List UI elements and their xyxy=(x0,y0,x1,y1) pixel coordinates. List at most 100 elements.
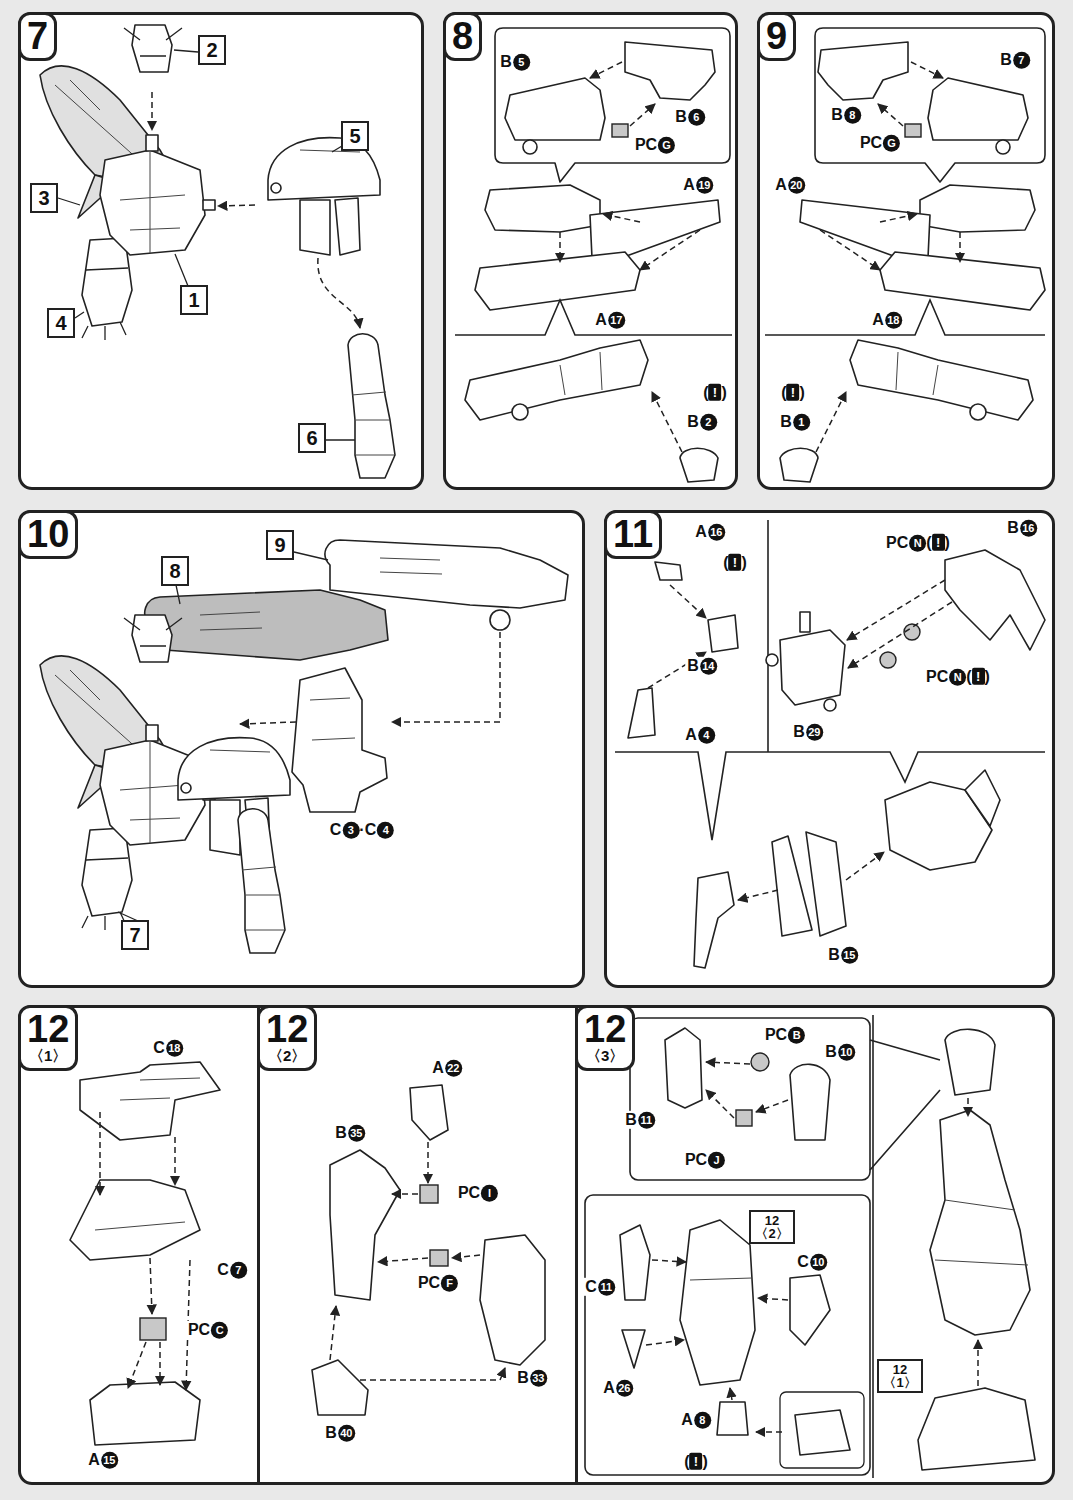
arm-part xyxy=(348,334,395,478)
part-outline xyxy=(708,615,738,652)
detail-line xyxy=(380,558,442,574)
part-outline xyxy=(800,612,810,632)
dashed-arrow xyxy=(847,580,945,640)
step-number: 12 xyxy=(584,1010,626,1048)
callout-number: 〈1〉 xyxy=(883,1376,916,1389)
dashed-arrow xyxy=(977,1340,979,1386)
part-code: A15 xyxy=(86,1451,120,1469)
callout-box: 2 xyxy=(198,35,226,65)
torso-assembly xyxy=(40,25,215,340)
dashed-arrow xyxy=(559,232,561,262)
part-outline xyxy=(495,28,730,182)
dashed-arrow xyxy=(128,1342,146,1388)
panel-ground xyxy=(18,12,424,490)
part-code: A16 xyxy=(693,523,727,541)
step-panel: 12〈2〉 xyxy=(257,1005,578,1485)
part-code: B16 xyxy=(1005,519,1039,537)
part-outline xyxy=(475,252,640,310)
part-outline xyxy=(918,1388,1035,1470)
part-outline xyxy=(795,1410,850,1455)
part-outline xyxy=(780,630,845,705)
part-code: B6 xyxy=(673,108,707,126)
callout-box: 9 xyxy=(266,530,294,560)
callout-number: 3 xyxy=(37,188,51,208)
dashed-arrow xyxy=(392,632,500,722)
part-code: A18 xyxy=(870,311,904,329)
part-code: B10 xyxy=(823,1043,857,1061)
step-panel: 12〈1〉 xyxy=(18,1005,260,1485)
step-number-box: 8 xyxy=(443,12,482,61)
part-code: B7 xyxy=(998,51,1032,69)
panel-ground xyxy=(18,510,585,988)
callout-box: 8 xyxy=(161,556,189,586)
dashed-arrow xyxy=(648,652,706,688)
step-number: 12 xyxy=(27,1010,69,1048)
wedge-line xyxy=(767,520,769,752)
part-outline xyxy=(300,200,330,255)
part-outline xyxy=(410,1085,448,1140)
part-code: A4 xyxy=(683,726,717,744)
part-outline xyxy=(490,610,510,630)
dashed-arrow xyxy=(427,1142,429,1183)
part-code: C11 xyxy=(583,1278,617,1296)
polycap xyxy=(612,124,628,137)
part-code: C10 xyxy=(795,1253,829,1271)
dashed-arrow xyxy=(846,852,884,880)
part-code: B5 xyxy=(498,53,532,71)
part-code: B40 xyxy=(323,1424,357,1442)
callout-number: 12 xyxy=(883,1363,916,1376)
detail-line xyxy=(310,698,355,740)
part-outline xyxy=(930,1110,1030,1335)
dashed-arrow xyxy=(758,1298,788,1300)
part-code: A26 xyxy=(601,1379,635,1397)
dashed-arrow xyxy=(652,392,682,452)
part-outline xyxy=(82,238,132,326)
part-code: B2 xyxy=(685,413,719,431)
step-number: 11 xyxy=(613,515,653,553)
part-outline xyxy=(945,1029,995,1095)
step-panel: 11 xyxy=(604,510,1055,988)
part-code: PCN(!) xyxy=(884,534,952,552)
art-element xyxy=(800,185,1045,310)
part-outline xyxy=(523,140,537,154)
part-code: A17 xyxy=(593,311,627,329)
dashed-arrow xyxy=(967,1098,969,1116)
callout-box: 4 xyxy=(47,308,75,338)
part-outline xyxy=(590,200,720,262)
half-parts xyxy=(475,185,720,310)
dashed-arrow xyxy=(630,104,655,126)
polycap xyxy=(904,624,920,640)
step-number: 〈3〉 xyxy=(584,1048,626,1065)
callout-number: 6 xyxy=(305,428,319,448)
callout-number: 9 xyxy=(273,535,287,555)
dashed-arrow xyxy=(756,1100,788,1112)
part-outline xyxy=(330,1150,400,1300)
dashed-arrow xyxy=(738,890,778,900)
part-code: A8 xyxy=(679,1411,713,1429)
part-outline xyxy=(485,185,600,232)
part-outline xyxy=(90,1382,200,1445)
part-code: PCF xyxy=(416,1274,460,1292)
dashed-arrow xyxy=(706,1090,734,1118)
step-number-box: 7 xyxy=(18,12,57,61)
part-outline xyxy=(100,150,205,255)
part-outline xyxy=(625,42,715,100)
part-outline xyxy=(815,28,1045,182)
grey-part xyxy=(145,590,388,660)
part-code: B33 xyxy=(515,1369,549,1387)
step-number: 10 xyxy=(27,515,69,553)
part-outline xyxy=(80,1062,220,1140)
dashed-arrow xyxy=(99,1112,101,1195)
dashed-arrow xyxy=(670,585,706,618)
polycap xyxy=(420,1185,438,1203)
part-code: PCN(!) xyxy=(924,668,992,686)
detail-line xyxy=(120,1078,200,1100)
callout-box: 12〈2〉 xyxy=(749,1210,794,1244)
polycap xyxy=(751,1053,769,1071)
detail-line xyxy=(95,1222,185,1230)
callout-number: 〈2〉 xyxy=(755,1227,788,1240)
step-number: 〈2〉 xyxy=(266,1048,308,1065)
callout-box: 5 xyxy=(341,121,369,151)
callout-number: 5 xyxy=(348,126,362,146)
